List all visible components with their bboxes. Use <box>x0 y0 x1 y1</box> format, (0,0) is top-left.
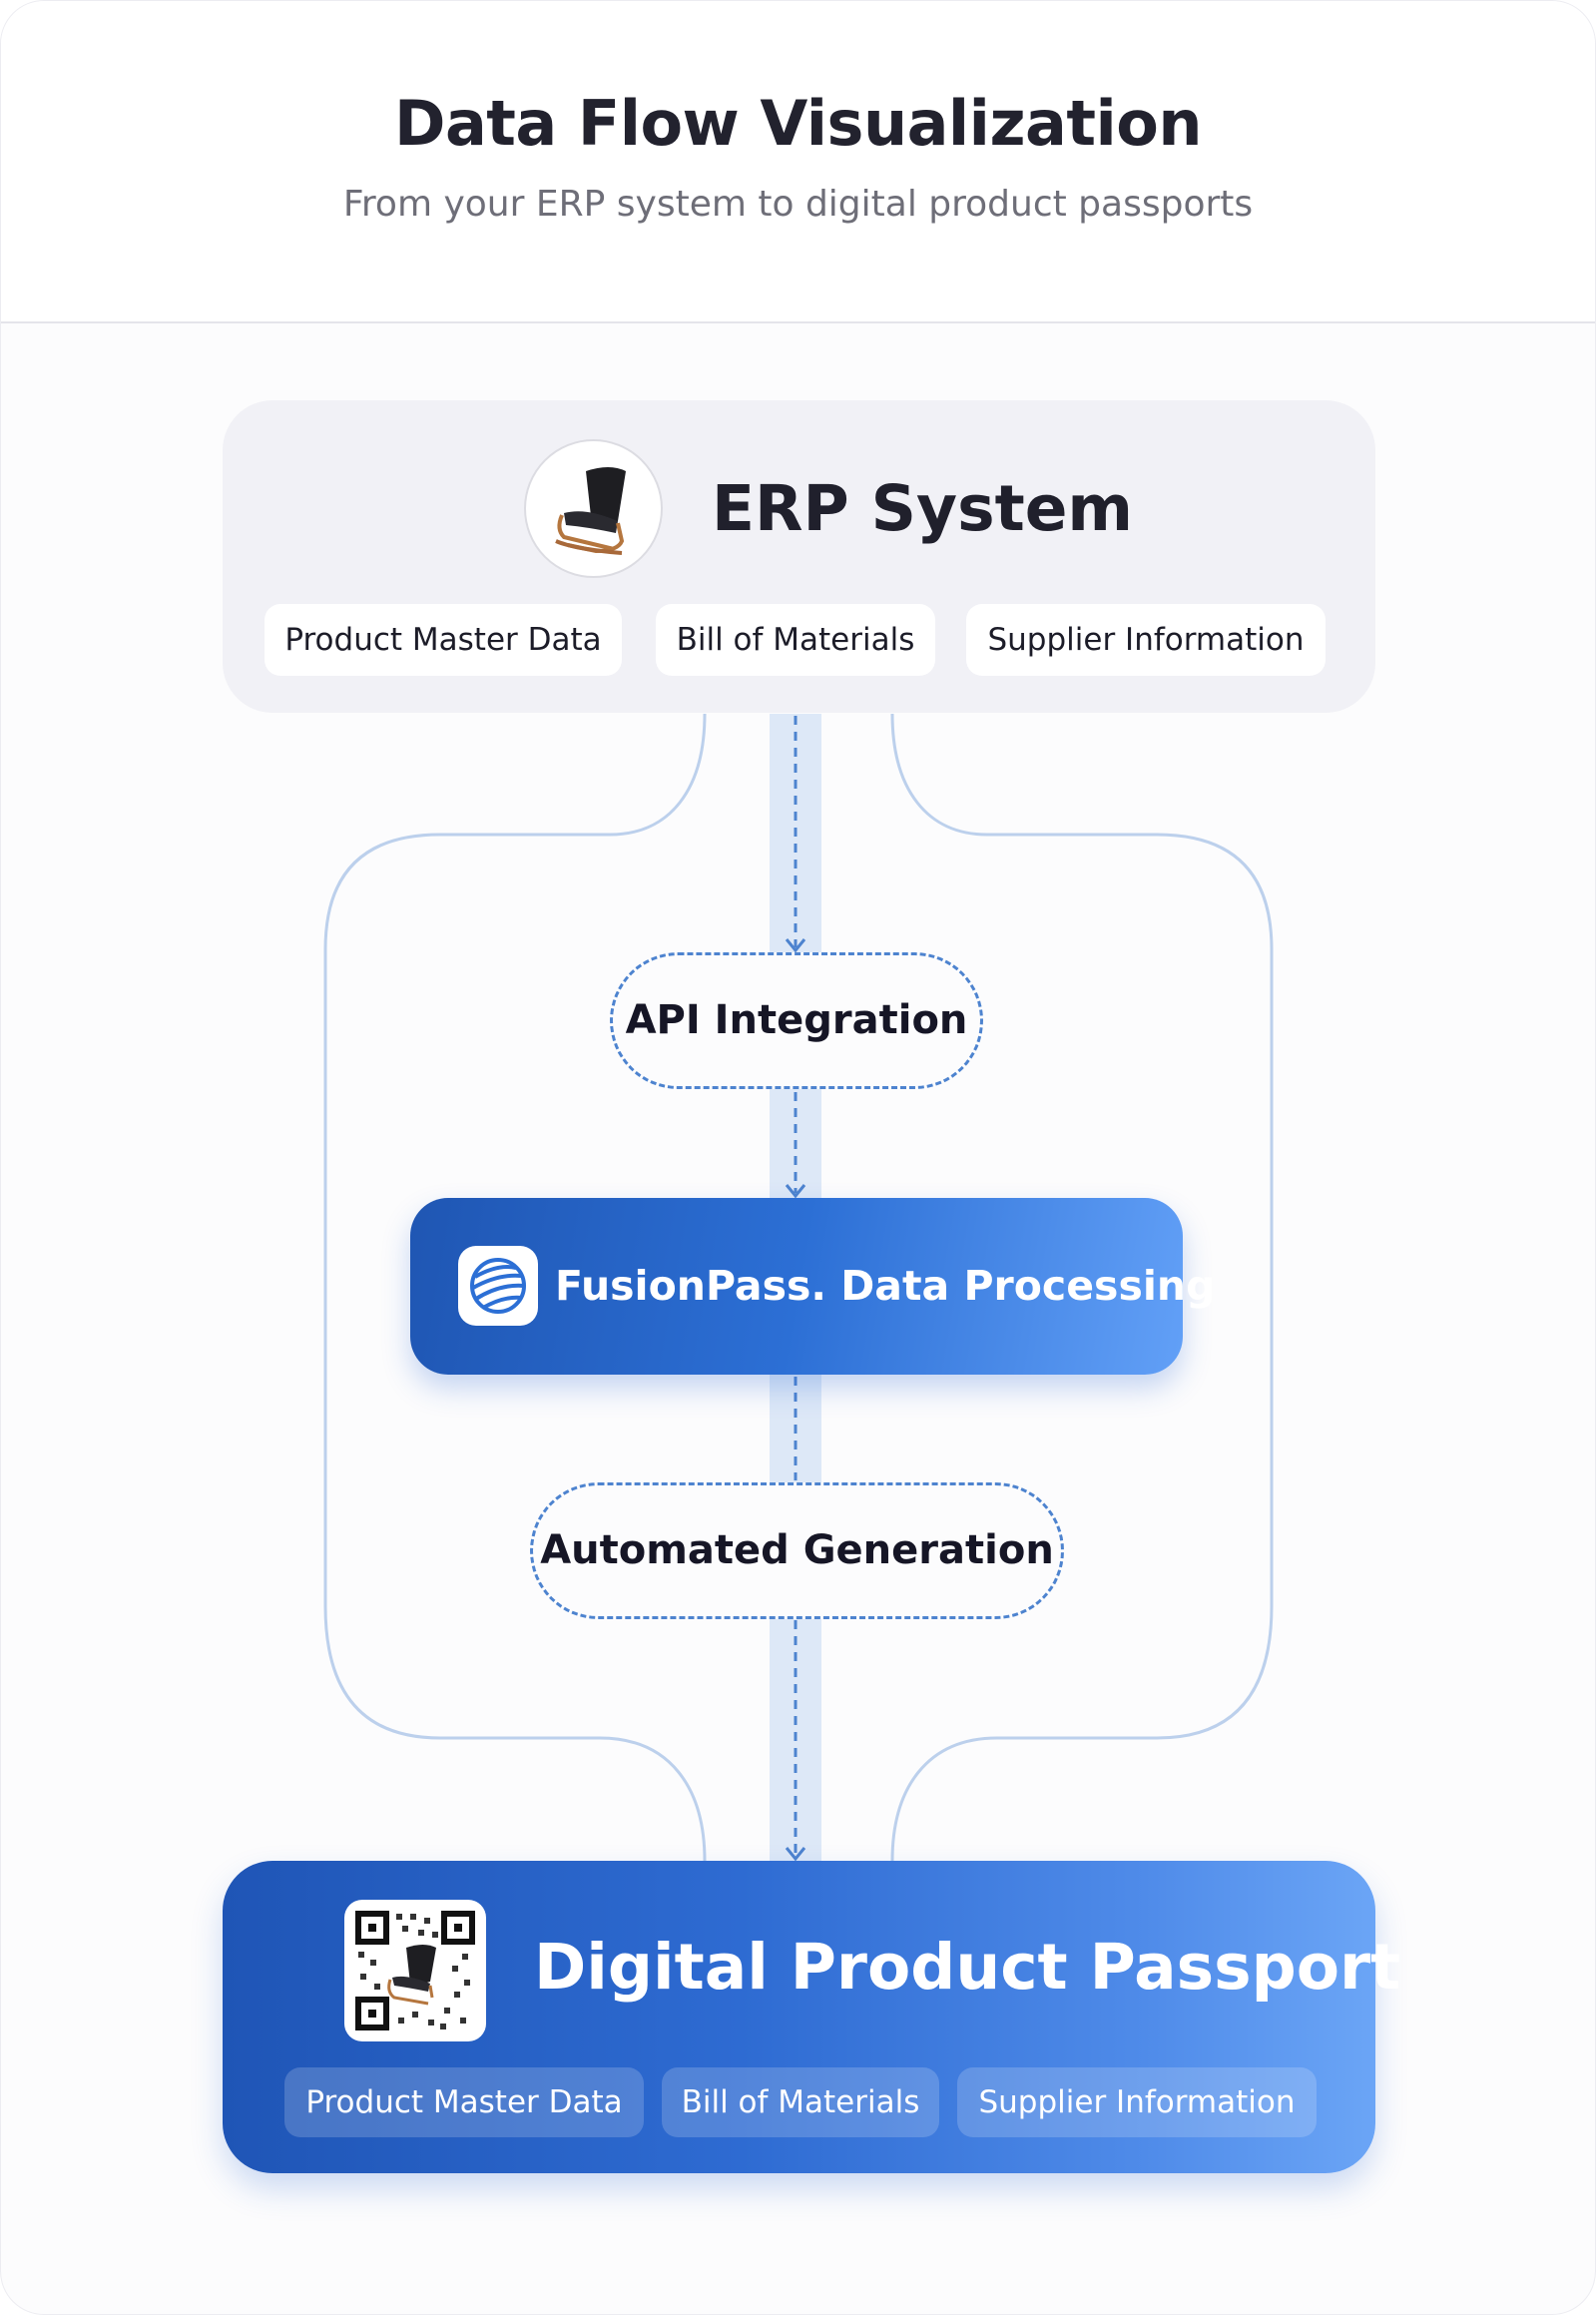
automated-generation-step: Automated Generation <box>530 1482 1064 1619</box>
qr-code-icon <box>344 1900 486 2041</box>
erp-chip-supplier-information: Supplier Information <box>966 604 1326 676</box>
fusionpass-logo-icon <box>458 1246 538 1326</box>
arrowhead-passport <box>785 1847 806 1862</box>
data-processing-text: Data Processing <box>840 1262 1216 1310</box>
header: Data Flow Visualization From your ERP sy… <box>1 1 1595 323</box>
left-connector <box>323 713 707 1862</box>
erp-chip-product-master-data: Product Master Data <box>265 604 622 676</box>
armchair-icon <box>524 439 663 578</box>
passport-chip-product-master-data: Product Master Data <box>284 2067 644 2137</box>
fusionpass-processing-label: FusionPass. Data Processing <box>555 1262 1215 1310</box>
arrowhead-processing <box>785 1184 806 1199</box>
arrowhead-api <box>785 938 806 953</box>
erp-chip-bill-of-materials: Bill of Materials <box>656 604 935 676</box>
passport-chip-bill-of-materials: Bill of Materials <box>662 2067 939 2137</box>
digital-product-passport-node: Digital Product Passport Product Master … <box>223 1861 1400 2173</box>
api-integration-step: API Integration <box>610 952 983 1089</box>
fusionpass-processing-node: FusionPass. Data Processing <box>410 1198 1215 1375</box>
digital-product-passport-title: Digital Product Passport <box>534 1931 1401 2004</box>
erp-system-title: ERP System <box>712 472 1134 545</box>
right-connector <box>890 713 1274 1862</box>
page-subtitle: From your ERP system to digital product … <box>342 184 1254 225</box>
fusionpass-brand: FusionPass. <box>555 1262 826 1310</box>
passport-chip-supplier-information: Supplier Information <box>957 2067 1317 2137</box>
page-title: Data Flow Visualization <box>393 87 1203 160</box>
